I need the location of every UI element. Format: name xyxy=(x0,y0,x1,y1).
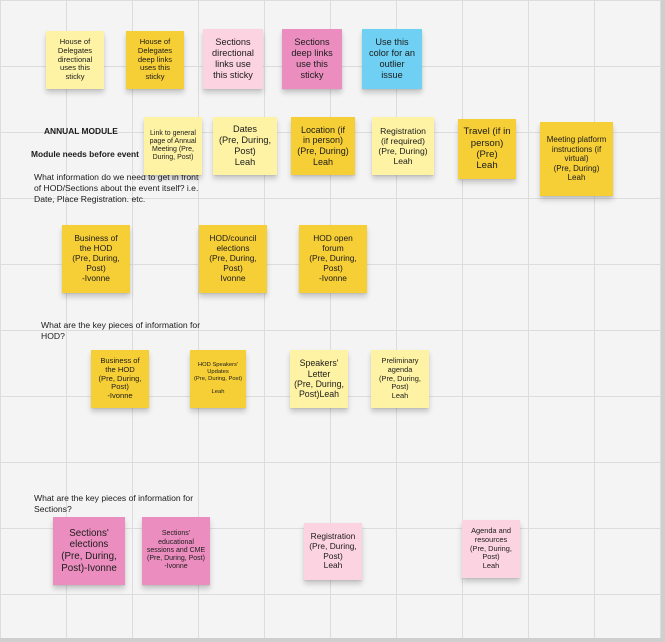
event-sticky-travel[interactable]: Travel (if in person) (Pre) Leah xyxy=(458,119,516,179)
annual-module-heading: ANNUAL MODULE xyxy=(44,126,118,136)
event-sticky-location[interactable]: Location (if in person) (Pre, During) Le… xyxy=(291,117,355,175)
sections-sticky-elections[interactable]: Sections' elections (Pre, During, Post)-… xyxy=(53,517,125,585)
event-sticky-meeting-platform[interactable]: Meeting platform instructions (if virtua… xyxy=(540,122,613,196)
hod-sticky-business-2[interactable]: Business of the HOD (Pre, During, Post) … xyxy=(91,350,149,408)
canvas-right-edge xyxy=(661,0,665,642)
question-hod-info: What are the key pieces of information f… xyxy=(41,320,201,342)
sections-sticky-agenda[interactable]: Agenda and resources (Pre, During, Post)… xyxy=(462,520,520,578)
module-needs-heading: Module needs before event xyxy=(31,149,139,159)
hod-sticky-open-forum[interactable]: HOD open forum (Pre, During, Post) -Ivon… xyxy=(299,225,367,293)
legend-sticky-sections-directional[interactable]: Sections directional links use this stic… xyxy=(203,29,263,89)
sections-sticky-registration[interactable]: Registration (Pre, During, Post) Leah xyxy=(304,523,362,580)
hod-sticky-business[interactable]: Business of the HOD (Pre, During, Post) … xyxy=(62,225,130,293)
legend-sticky-sections-deep-links[interactable]: Sections deep links use this sticky xyxy=(282,29,342,89)
event-sticky-registration[interactable]: Registration (if required) (Pre, During)… xyxy=(372,117,434,175)
question-sections-info: What are the key pieces of information f… xyxy=(34,493,194,515)
event-sticky-general-page[interactable]: Link to general page of Annual Meeting (… xyxy=(144,117,202,175)
event-sticky-dates[interactable]: Dates (Pre, During, Post) Leah xyxy=(213,117,277,175)
question-event-info: What information do we need to get in fr… xyxy=(34,172,199,205)
hod-sticky-preliminary-agenda[interactable]: Preliminary agenda (Pre, During, Post) L… xyxy=(371,350,429,408)
legend-sticky-outlier[interactable]: Use this color for an outlier issue xyxy=(362,29,422,89)
hod-sticky-speakers-letter[interactable]: Speakers' Letter (Pre, During, Post)Leah xyxy=(290,350,348,408)
hod-sticky-speakers-updates[interactable]: HOD Speakers' Updates (Pre, During, Post… xyxy=(190,350,246,408)
sections-sticky-educational-sessions[interactable]: Sections' educational sessions and CME (… xyxy=(142,517,210,585)
canvas-bottom-edge xyxy=(0,638,665,642)
legend-sticky-hod-directional[interactable]: House of Delegates directional uses this… xyxy=(46,31,104,89)
hod-sticky-council-elections[interactable]: HOD/council elections (Pre, During, Post… xyxy=(199,225,267,293)
legend-sticky-hod-deep-links[interactable]: House of Delegates deep links uses this … xyxy=(126,31,184,89)
